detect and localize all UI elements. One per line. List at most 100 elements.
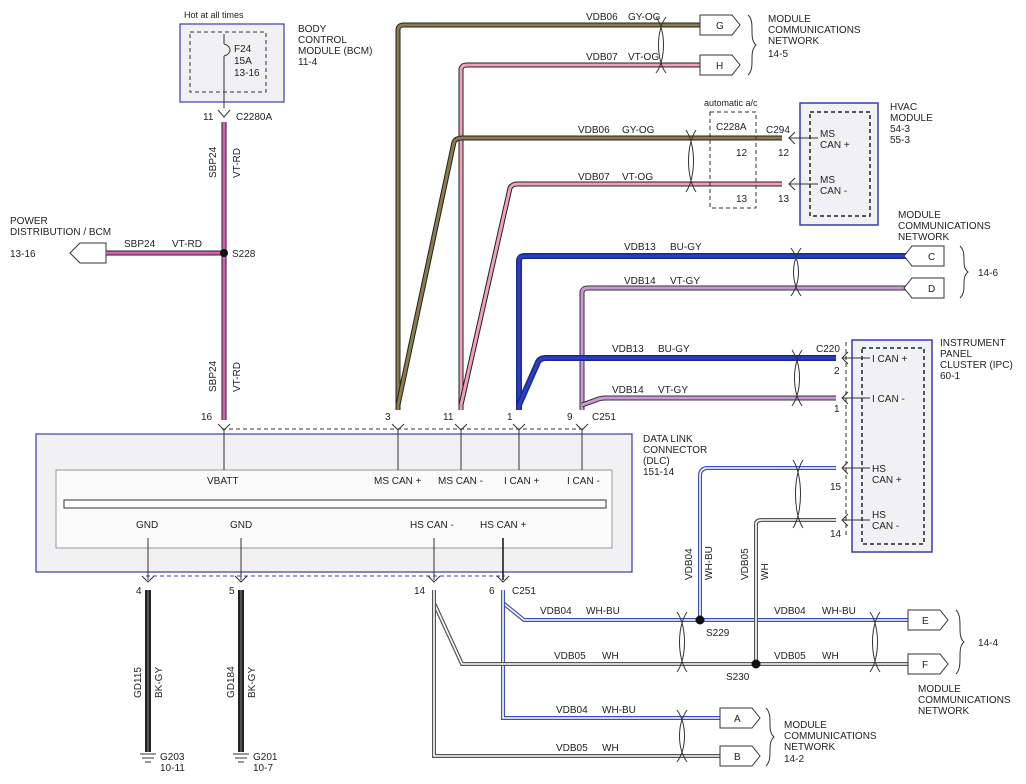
- twist-icon: [655, 16, 667, 74]
- mcn-ab-title-3: NETWORK: [784, 742, 835, 753]
- mcn-ef-title-1: MODULE: [918, 684, 961, 695]
- hvac-label-ms-minus-2: CAN -: [820, 186, 847, 197]
- wire-vdb07-color: VT-OG: [628, 52, 659, 63]
- wire-vdb07-top: VDB07 VT-OG: [458, 52, 700, 410]
- ipc-title-2: PANEL: [940, 349, 972, 360]
- wire-vdb04-color-v: WH-BU: [704, 546, 715, 580]
- bcm-pin: 11: [203, 112, 214, 123]
- connector-f: F: [922, 660, 928, 671]
- ground-icon: [233, 753, 249, 763]
- dlc-pin-16: 16: [201, 412, 213, 423]
- ipc-title-4: 60-1: [940, 371, 960, 382]
- mcn-top-title-4: 14-5: [768, 49, 788, 60]
- dlc-pin-9: 9: [567, 412, 573, 423]
- dlc-pin-3: 3: [385, 412, 391, 423]
- hvac-inline-connector-name: C228A: [716, 122, 747, 133]
- ground-g203-ref: 10-11: [160, 763, 185, 774]
- wire-vdb05-code-3: VDB05: [556, 743, 588, 754]
- dlc-connector: DATA LINK CONNECTOR (DLC) 151-14 16 3 11…: [35, 412, 707, 597]
- ipc-pin-2: 2: [834, 366, 840, 377]
- connector-g: G: [716, 21, 724, 32]
- wire-vdb04-color-1: WH-BU: [586, 606, 620, 617]
- hvac-label-ms-minus-1: MS: [820, 175, 835, 186]
- dlc-pin-5: 5: [229, 586, 235, 597]
- dlc-title-4: 151-14: [643, 467, 675, 478]
- hvac-auto-label: automatic a/c: [704, 98, 758, 108]
- dlc-title-1: DATA LINK: [643, 434, 693, 445]
- wire-vdb04-code-1: VDB04: [540, 606, 572, 617]
- power-title-2: DISTRIBUTION / BCM: [10, 227, 111, 238]
- mcn-mid-connectors: C D 14-6 MODULE COMMUNICATIONS NETWORK: [898, 210, 998, 299]
- wire-vdb13-ipc-code: VDB13: [612, 344, 644, 355]
- wire-vdb04-code-3: VDB04: [556, 705, 588, 716]
- hvac-title-3: 54-3: [890, 124, 910, 135]
- mcn-ab-title-4: 14-2: [784, 754, 804, 765]
- power-distribution: POWER DISTRIBUTION / BCM 13-16 SBP24 VT-…: [10, 216, 256, 264]
- dlc-label-hs-can-plus: HS CAN +: [480, 520, 527, 531]
- mcn-ab-title-2: COMMUNICATIONS: [784, 731, 877, 742]
- mcn-ef-ref: 14-4: [978, 638, 998, 649]
- wire-vdb06-hvac-color: GY-OG: [622, 125, 655, 136]
- bcm-title-1: BODY: [298, 24, 327, 35]
- bcm-title-4: 11-4: [298, 57, 318, 68]
- mcn-top-connectors: G H MODULE COMMUNICATIONS NETWORK 14-5: [699, 14, 861, 76]
- bcm-connector: C2280A: [236, 112, 272, 123]
- wire-vdb07-hvac-color: VT-OG: [622, 172, 653, 183]
- wire-vdb04-color-3: WH-BU: [602, 705, 636, 716]
- mcn-ef-title-2: COMMUNICATIONS: [918, 695, 1011, 706]
- wire-gd184: GD184: [226, 666, 237, 698]
- wire-gd115-color: BK-GY: [154, 667, 165, 698]
- ipc-label-hs-minus-2: CAN -: [872, 521, 899, 532]
- bcm-inner-box: [189, 31, 267, 93]
- wire-vdb06-color: GY-OG: [628, 12, 661, 23]
- wire-vdb13-code: VDB13: [624, 242, 656, 253]
- bcm-title-3: MODULE (BCM): [298, 46, 372, 57]
- dlc-title-3: (DLC): [643, 456, 670, 467]
- connector-e: E: [922, 616, 929, 627]
- bcm-pin-arrow: [217, 109, 231, 118]
- mcn-mid-title-3: NETWORK: [898, 232, 949, 243]
- twist-icon: [685, 129, 697, 193]
- wire-vdb04-color-2: WH-BU: [822, 606, 856, 617]
- hvac-title-4: 55-3: [890, 135, 910, 146]
- wire-sbp24-code-1: SBP24: [208, 146, 219, 178]
- dlc-label-ms-can-minus: MS CAN -: [438, 476, 483, 487]
- mcn-ab-title-1: MODULE: [784, 720, 827, 731]
- splice-s230: [751, 659, 761, 669]
- dlc-pin-11: 11: [443, 412, 454, 423]
- bcm-module: Hot at all times BODY CONTROL MODULE (BC…: [179, 10, 372, 123]
- dlc-pin-14: 14: [414, 586, 426, 597]
- dlc-title-2: CONNECTOR: [643, 445, 707, 456]
- wire-sbp24-code-2: SBP24: [208, 360, 219, 392]
- dlc-slot: [63, 499, 607, 509]
- ipc-title-1: INSTRUMENT: [940, 338, 1006, 349]
- dlc-inner-box: [55, 469, 613, 549]
- mcn-ef-title-3: NETWORK: [918, 706, 969, 717]
- wire-vdb13-ipc: VDB13 BU-GY: [516, 344, 836, 407]
- mcn-mid-title-2: COMMUNICATIONS: [898, 221, 991, 232]
- ipc-label-hs-plus-1: HS: [872, 464, 886, 475]
- ipc-module: INSTRUMENT PANEL CLUSTER (IPC) 60-1 C220…: [816, 338, 1013, 553]
- power-wire-code: SBP24: [124, 239, 156, 250]
- ground-wires: GD115 BK-GY GD184 BK-GY G203 10-11 G201 …: [133, 590, 278, 774]
- wire-vdb14-code: VDB14: [624, 276, 656, 287]
- dlc-label-gnd-2: GND: [230, 520, 252, 531]
- dlc-pin-1: 1: [507, 412, 513, 423]
- hvac-label-ms-plus-1: MS: [820, 129, 835, 140]
- dlc-label-vbatt: VBATT: [207, 476, 238, 487]
- hvac-inline-pin-13: 13: [736, 194, 748, 205]
- bcm-hot-label: Hot at all times: [184, 10, 244, 20]
- wire-vdb05-color-1: WH: [602, 651, 619, 662]
- wire-vdb07-hvac: VDB07 VT-OG: [458, 172, 782, 406]
- splice-s229-label: S229: [706, 628, 730, 639]
- dlc-label-i-can-minus: I CAN -: [567, 476, 600, 487]
- wire-vdb14-top: VDB14 VT-GY: [579, 276, 912, 410]
- wire-vdb06-hvac-code: VDB06: [578, 125, 610, 136]
- dlc-connector-top: C251: [592, 412, 616, 423]
- ipc-title-3: CLUSTER (IPC): [940, 360, 1013, 371]
- power-ref: 13-16: [10, 249, 36, 260]
- splice-s228-label: S228: [232, 249, 256, 260]
- wire-vdb14-color: VT-GY: [670, 276, 700, 287]
- wire-sbp24-color-1: VT-RD: [232, 148, 243, 178]
- mcn-top-title-2: COMMUNICATIONS: [768, 25, 861, 36]
